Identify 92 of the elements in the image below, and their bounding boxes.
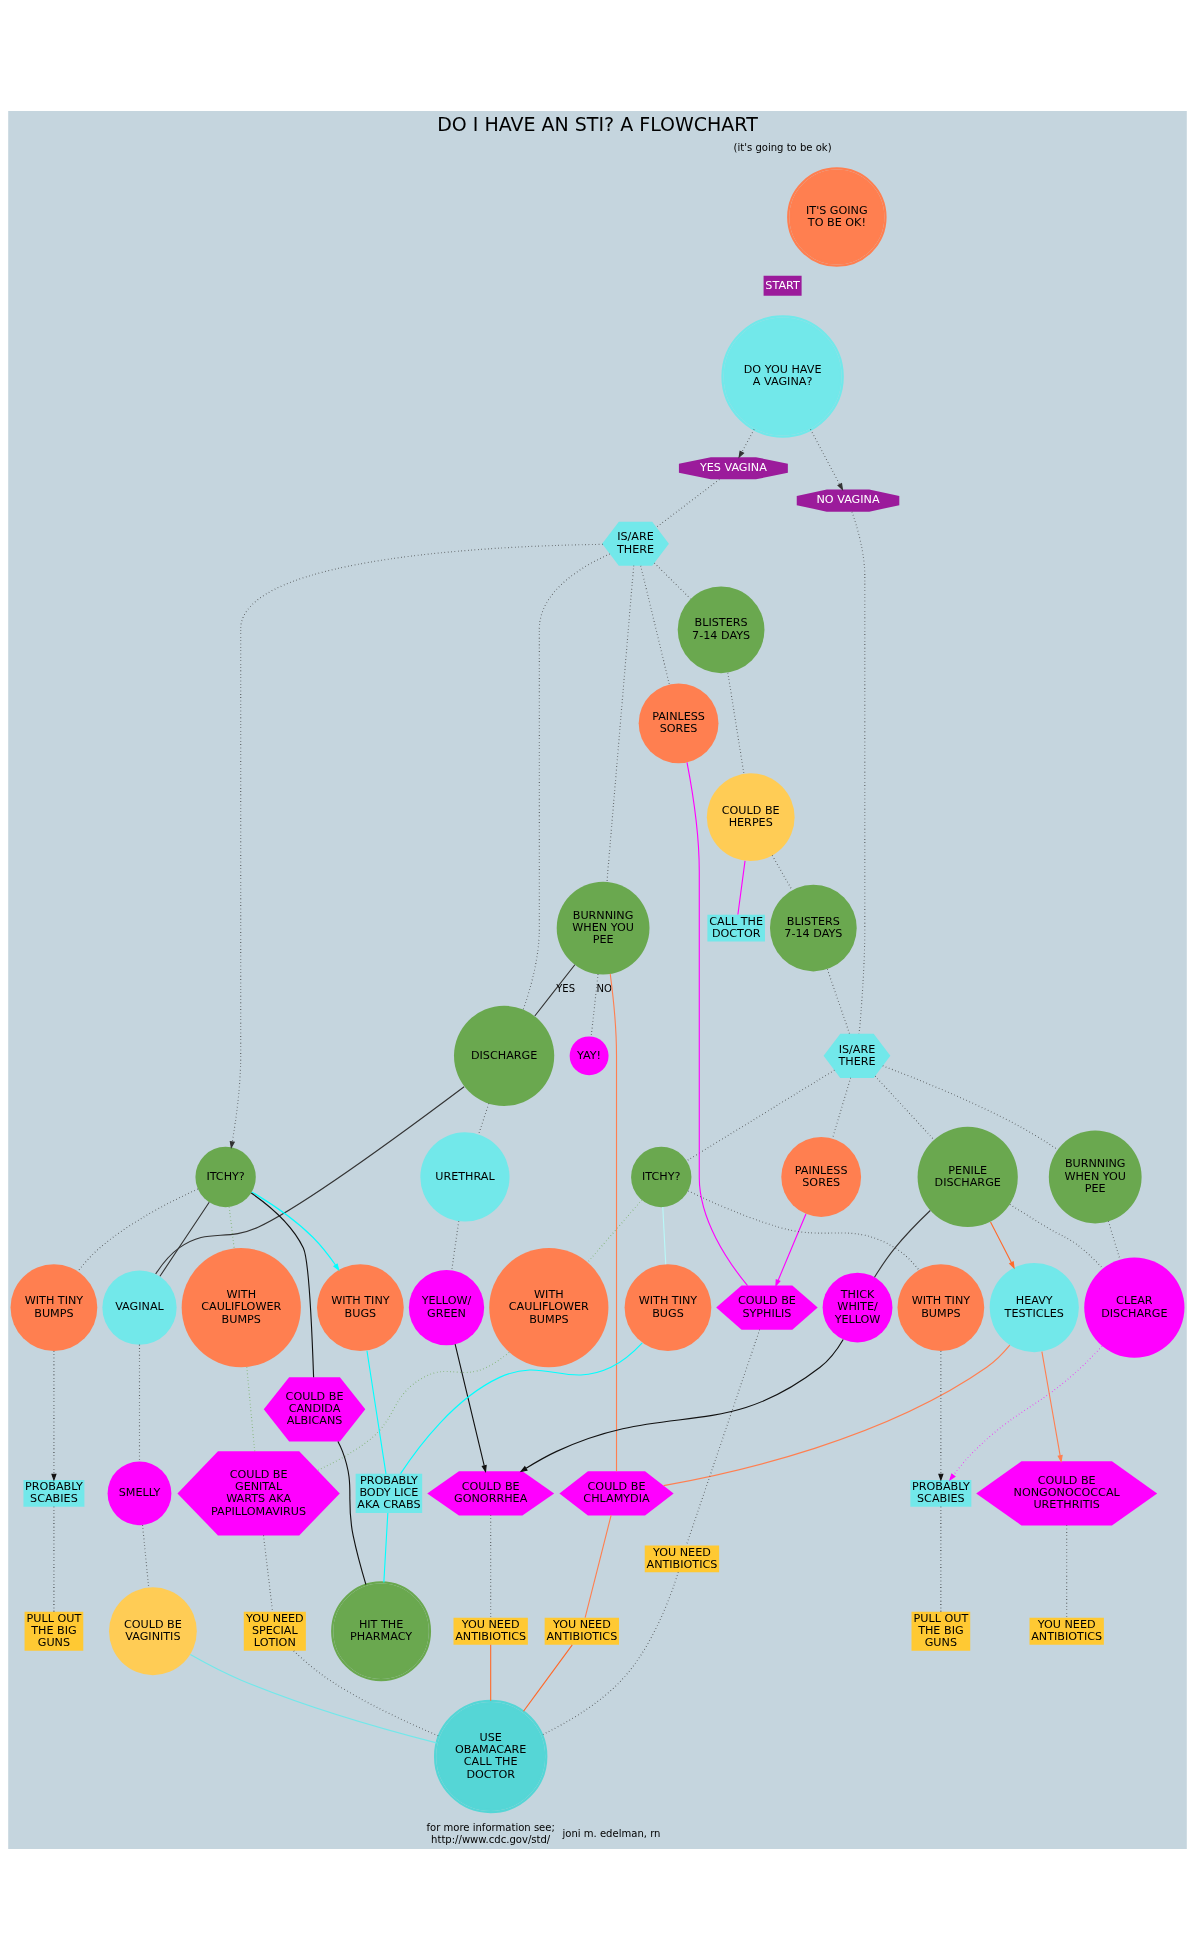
connector <box>400 1342 643 1475</box>
node-circle: PENILE DISCHARGE <box>917 1126 1018 1228</box>
connector <box>663 1344 1011 1487</box>
node-box: PROBABLY BODY LICE AKA CRABS <box>355 1473 423 1513</box>
arrow <box>454 1343 487 1473</box>
arrow <box>251 1191 340 1272</box>
node-circle: WITH CAULIFLOWER BUMPS <box>181 1248 301 1368</box>
arrow <box>989 1221 1015 1270</box>
connector <box>317 1351 510 1471</box>
node-box: PROBABLY SCABIES <box>23 1479 85 1507</box>
label: (it's going to be ok) <box>733 141 832 153</box>
arrow <box>948 1345 1103 1482</box>
node-box: PROBABLY SCABIES <box>910 1479 972 1507</box>
connector <box>142 1524 150 1589</box>
node-circle: CLEAR DISCHARGE <box>1084 1257 1185 1358</box>
connector <box>826 968 851 1035</box>
connector <box>490 1644 492 1702</box>
connector <box>293 1650 440 1737</box>
connector <box>584 1514 612 1619</box>
node-circle: YELLOW/ GREEN <box>408 1269 485 1346</box>
connector <box>590 973 599 1038</box>
connector <box>77 1188 199 1272</box>
node-box: YOU NEED ANTIBIOTICS <box>644 1545 720 1573</box>
node-circle: COULD BE VAGINITIS <box>109 1587 197 1676</box>
node-circle: COULD BE HERPES <box>706 773 795 862</box>
connector <box>534 964 576 1017</box>
node-circle: YAY! <box>569 1036 609 1076</box>
arrow <box>738 428 755 459</box>
connector <box>656 478 720 528</box>
connector <box>771 854 793 891</box>
connector <box>522 1644 573 1712</box>
arrow <box>810 429 844 491</box>
node-box: PULL OUT THE BIG GUNS <box>24 1611 84 1651</box>
node-circle: THICK WHITE/ YELLOW <box>822 1272 893 1343</box>
connector <box>250 1192 315 1378</box>
node-box: YOU NEED ANTIBIOTICS <box>1029 1617 1104 1645</box>
node-box: PULL OUT THE BIG GUNS <box>911 1611 971 1651</box>
diagram-title: DO I HAVE AN STI? A FLOWCHART <box>437 112 758 135</box>
node-box: CALL THE DOCTOR <box>707 914 765 942</box>
node-circle: BLISTERS 7-14 DAYS <box>770 884 857 972</box>
arrow <box>775 1213 807 1288</box>
node-circle: WITH CAULIFLOWER BUMPS <box>489 1248 609 1368</box>
connector <box>337 1440 367 1586</box>
connector <box>451 1220 460 1271</box>
connector <box>640 565 670 685</box>
connector <box>587 1199 643 1263</box>
node-circle: WITH TINY BUGS <box>624 1264 712 1351</box>
node-box: YOU NEED ANTIBIOTICS <box>544 1617 619 1645</box>
node-box: START <box>763 275 802 296</box>
arrow <box>51 1350 57 1482</box>
node-circle: WITH TINY BUMPS <box>10 1264 98 1351</box>
node-circle: BLISTERS 7-14 DAYS <box>677 586 765 674</box>
connector <box>159 1201 210 1277</box>
connector <box>366 1350 387 1475</box>
node-circle: ITCHY? <box>631 1146 692 1208</box>
node-circle: DISCHARGE <box>454 1005 555 1106</box>
connector <box>653 562 691 600</box>
connector <box>490 1514 492 1619</box>
label: joni m. edelman, rn <box>562 1827 661 1839</box>
node-circle: WITH TINY BUMPS <box>897 1264 985 1351</box>
node-circle: BURNNING WHEN YOU PEE <box>556 881 650 975</box>
edge-label: NO <box>596 983 612 995</box>
label: for more information see; http://www.cdc.gov/std/ <box>426 1822 555 1845</box>
connector <box>873 1209 931 1278</box>
node-circle: PAINLESS SORES <box>638 683 719 764</box>
connector <box>851 511 866 1035</box>
node-circle: BURNNING WHEN YOU PEE <box>1048 1130 1142 1224</box>
connector <box>609 973 618 1472</box>
connector <box>383 1512 389 1583</box>
connector <box>662 1206 667 1265</box>
node-circle: ITCHY? <box>195 1146 256 1208</box>
connector <box>478 1103 490 1135</box>
connector <box>138 1344 141 1462</box>
arrow <box>1041 1351 1063 1463</box>
connector <box>737 860 746 916</box>
node-box: YOU NEED ANTIBIOTICS <box>453 1617 528 1645</box>
connector <box>874 1075 935 1141</box>
connector <box>1066 1524 1068 1619</box>
edge-label: YES <box>556 983 576 995</box>
connector <box>882 1065 1059 1151</box>
arrow <box>519 1338 844 1473</box>
node-circle: VAGINAL <box>102 1270 177 1345</box>
node-circle: URETHRAL <box>420 1132 510 1222</box>
arrow <box>938 1350 944 1482</box>
node-circle: SMELLY <box>107 1461 172 1526</box>
connector <box>687 1190 920 1271</box>
connector <box>155 1086 465 1275</box>
node-circle: PAINLESS SORES <box>781 1137 862 1217</box>
arrow <box>229 543 604 1150</box>
connector <box>686 761 749 1287</box>
connector <box>189 1653 438 1744</box>
node-box: YOU NEED SPECIAL LOTION <box>243 1611 306 1651</box>
